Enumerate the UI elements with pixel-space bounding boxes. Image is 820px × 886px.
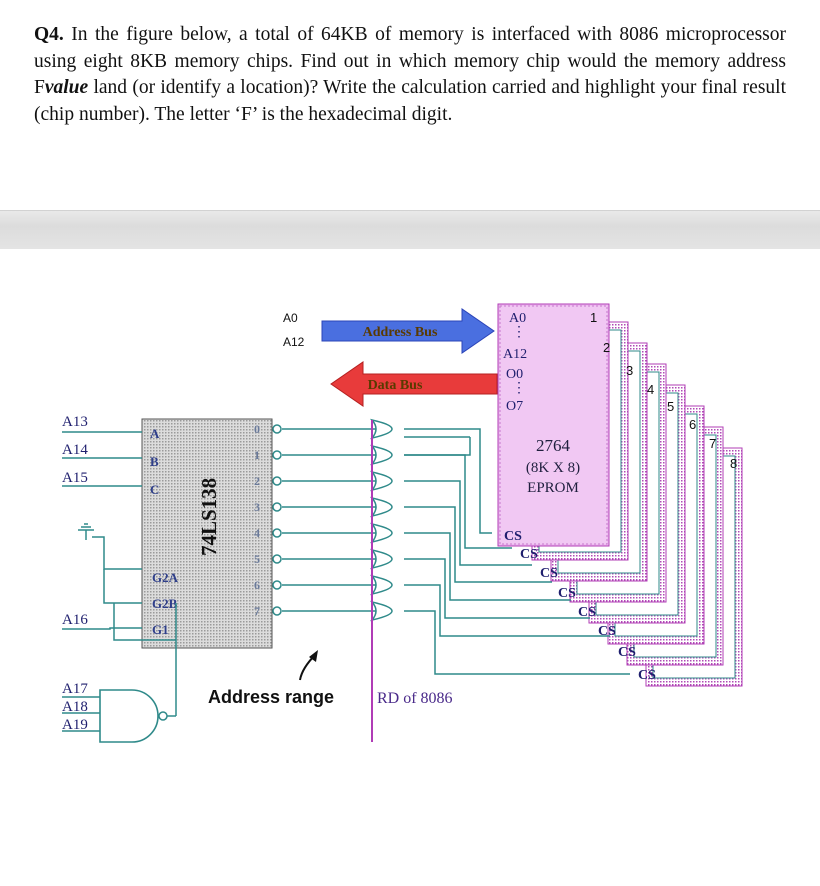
- address-bus-arrow: Address Bus: [321, 308, 495, 354]
- chip-pin-o0: O0: [506, 367, 523, 382]
- chip-size: (8K X 8): [526, 460, 580, 476]
- question-emphasis: value: [44, 77, 89, 98]
- decoder-label: 74LS138: [197, 478, 221, 556]
- decoder-output-4: 4: [254, 526, 260, 540]
- chip-select-6: CS: [598, 624, 616, 639]
- chip-1: [497, 303, 610, 547]
- svg-text:⋮: ⋮: [512, 325, 526, 340]
- chip-number-8: 8: [730, 456, 737, 471]
- chip-number-7: 7: [709, 436, 716, 451]
- decoder-output-2: 2: [254, 474, 260, 488]
- signal-a15: A15: [62, 470, 88, 486]
- decoder-input-b: B: [150, 454, 159, 469]
- decoder-output-6: 6: [254, 578, 260, 592]
- decoder-input-c: C: [150, 482, 159, 497]
- section-divider: [0, 210, 820, 249]
- decoder-output-1: 1: [254, 448, 260, 462]
- decoder-output-7: 7: [254, 604, 260, 618]
- chip-select-4: CS: [558, 586, 576, 601]
- chip-number-1: 1: [590, 310, 597, 325]
- question-body-part-2: land (or identify a location)? Write the…: [34, 77, 786, 125]
- decoder-output-3: 3: [254, 500, 260, 514]
- address-bus-label: Address Bus: [363, 325, 438, 340]
- decoder-enable-g1: G1: [152, 622, 169, 637]
- signal-a16: A16: [62, 612, 88, 628]
- chip-number-3: 3: [626, 363, 633, 378]
- chip-number-6: 6: [689, 417, 696, 432]
- signal-a14: A14: [62, 442, 88, 458]
- chip-number-5: 5: [667, 399, 674, 414]
- question-text: Q4. In the figure below, a total of 64KB…: [34, 22, 786, 128]
- question-body-part-1: In the figure below, a total of 64KB of …: [34, 24, 786, 98]
- chip-select-2: CS: [520, 547, 538, 562]
- decoder-74ls138: 74LS138: [141, 418, 273, 649]
- addr-label-a12: A12: [283, 335, 305, 349]
- question-number: Q4.: [34, 24, 64, 45]
- decoder-enable-g2a: G2A: [152, 570, 179, 585]
- chip-model: 2764: [536, 436, 571, 455]
- address-range-label: Address range: [208, 687, 334, 707]
- signal-a17: A17: [62, 681, 88, 697]
- decoder-input-a: A: [150, 426, 160, 441]
- wiring: [62, 418, 630, 732]
- chip-type: EPROM: [527, 480, 579, 496]
- data-bus-label: Data Bus: [368, 378, 423, 393]
- decoder-output-5: 5: [254, 552, 260, 566]
- chip-select-8: CS: [638, 668, 656, 683]
- decoder-output-0: 0: [254, 422, 260, 436]
- addr-label-a0: A0: [283, 311, 298, 325]
- chip-select-7: CS: [618, 645, 636, 660]
- chip-pin-a0: A0: [509, 311, 526, 326]
- and-gate: [99, 689, 176, 743]
- svg-text:⋮: ⋮: [512, 381, 526, 396]
- data-bus-arrow: Data Bus: [330, 361, 498, 407]
- rd-label: RD of 8086: [377, 690, 453, 707]
- chip-number-2: 2: [603, 340, 610, 355]
- chip-select-3: CS: [540, 566, 558, 581]
- chip-number-4: 4: [647, 382, 654, 397]
- chip-select-5: CS: [578, 605, 596, 620]
- signal-a18: A18: [62, 699, 88, 715]
- signal-a19: A19: [62, 717, 88, 733]
- address-range-arrow: [299, 650, 318, 681]
- chip-pin-o7: O7: [506, 399, 523, 414]
- chip-pin-a12: A12: [503, 347, 527, 362]
- decoder-enable-g2b: G2B: [152, 596, 178, 611]
- chip-select-1: CS: [504, 529, 522, 544]
- signal-a13: A13: [62, 414, 88, 430]
